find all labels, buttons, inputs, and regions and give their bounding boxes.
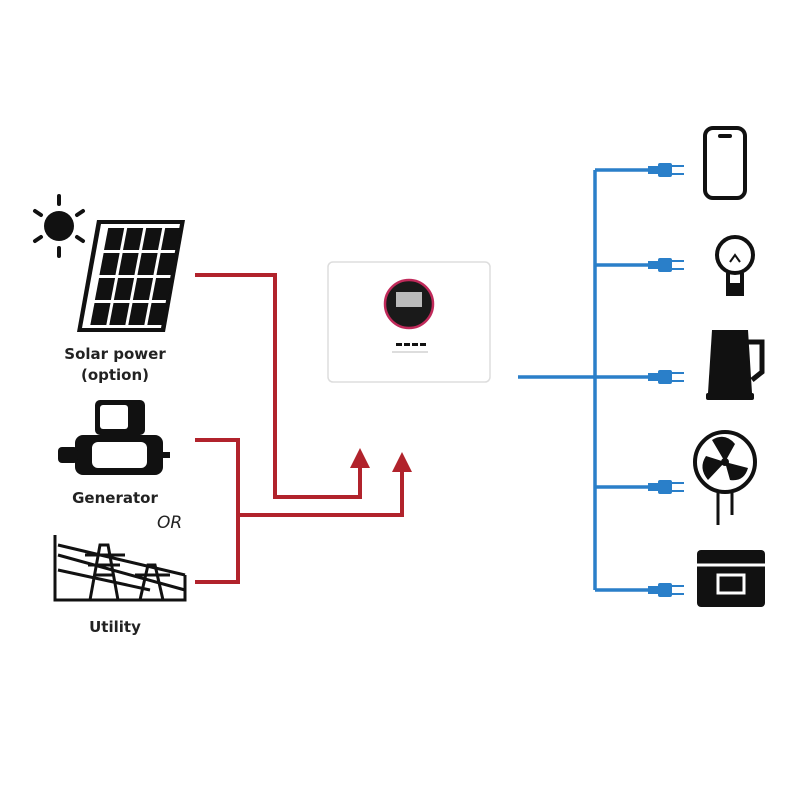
- solar-cell: [109, 303, 130, 325]
- solar-sub-label: (option): [80, 366, 150, 384]
- solar-cell: [99, 253, 120, 275]
- inverter: [327, 261, 491, 383]
- kettle-icon: [706, 330, 765, 400]
- plug-icon: [648, 370, 684, 384]
- generator-label: Generator: [72, 489, 158, 507]
- plug-icon: [648, 480, 684, 494]
- plug-icon: [648, 583, 684, 597]
- solar-label-text: Solar power: [64, 345, 166, 363]
- solar-cell: [104, 228, 125, 250]
- solar-cell: [118, 253, 139, 275]
- output-wiring: [518, 168, 650, 592]
- solar-cell: [128, 303, 149, 325]
- solar-cell: [94, 278, 116, 300]
- plug-icon: [648, 258, 684, 272]
- solar-cell: [113, 278, 135, 300]
- utility-tower-icon: [53, 535, 187, 602]
- plug-icon: [648, 163, 684, 177]
- solar-cell: [161, 228, 182, 250]
- utility-label: Utility: [89, 618, 141, 636]
- solar-cell: [132, 278, 154, 300]
- or-label: OR: [157, 513, 183, 533]
- fan-icon: [693, 430, 757, 525]
- solar-panel-icon: [77, 220, 185, 332]
- arrow-up-icon: [392, 452, 412, 472]
- solar-cell: [123, 228, 144, 250]
- solar-cell: [142, 228, 163, 250]
- phone-icon: [703, 126, 747, 200]
- solar-label: Solar power (option): [50, 344, 180, 386]
- sun-icon: [33, 194, 85, 258]
- solar-cell: [147, 303, 168, 325]
- arrow-up-icon: [350, 448, 370, 468]
- input-wiring: [195, 273, 404, 584]
- solar-cell: [156, 253, 177, 275]
- generator-icon: [58, 400, 170, 475]
- bulb-icon: [715, 235, 755, 296]
- solar-cell: [151, 278, 173, 300]
- solar-cell: [90, 303, 111, 325]
- box-icon: [697, 550, 765, 607]
- solar-cell: [137, 253, 158, 275]
